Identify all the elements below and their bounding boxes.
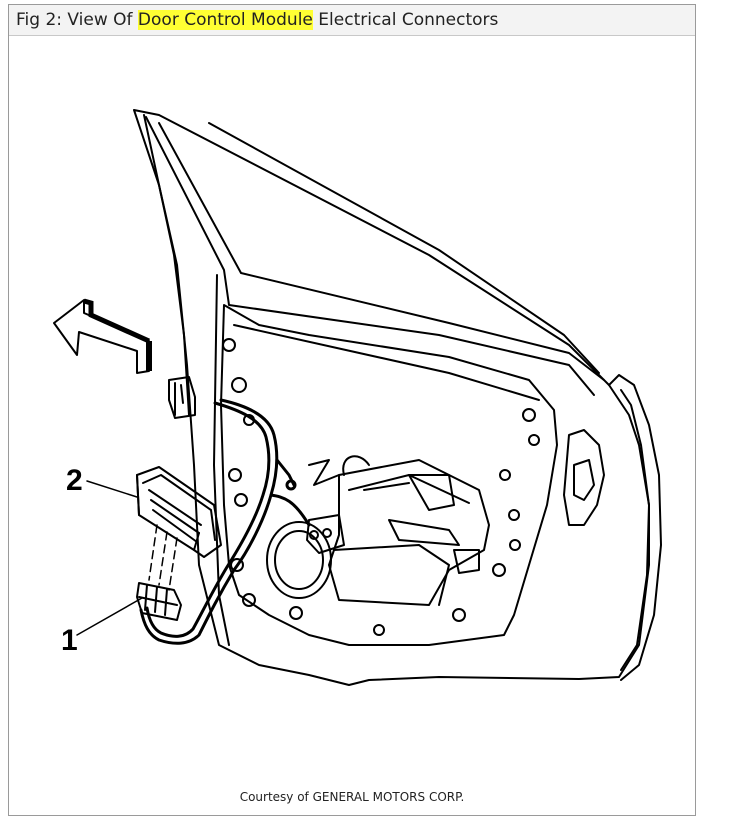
title-prefix: Fig 2: View Of [16,10,138,30]
figure-frame: Fig 2: View Of Door Control Module Elect… [8,4,696,816]
module-connector-dashes [148,524,178,591]
title-highlight: Door Control Module [137,10,313,30]
callout-leader-2 [86,480,138,498]
callout-label-2: 2 [66,464,83,497]
wiring-harness [139,398,311,645]
door-outer-frame [133,109,650,686]
latch-assembly [306,455,490,606]
speaker-opening [266,521,332,599]
title-suffix: Electrical Connectors [312,10,499,30]
arrow-left-icon [53,298,152,374]
upper-connector [168,376,196,419]
electrical-connector [136,582,182,621]
door-diagram: 2 1 [53,109,662,686]
callout-leader-1 [76,597,143,636]
title-bar: Fig 2: View Of Door Control Module Elect… [9,5,695,36]
door-control-module [136,466,222,558]
inner-panel [220,304,558,646]
door-right-edge [563,374,662,681]
figure-title: Fig 2: View Of Door Control Module Elect… [16,10,498,30]
courtesy-credit: Courtesy of GENERAL MOTORS CORP. [239,790,465,804]
callout-label-1: 1 [61,624,78,657]
